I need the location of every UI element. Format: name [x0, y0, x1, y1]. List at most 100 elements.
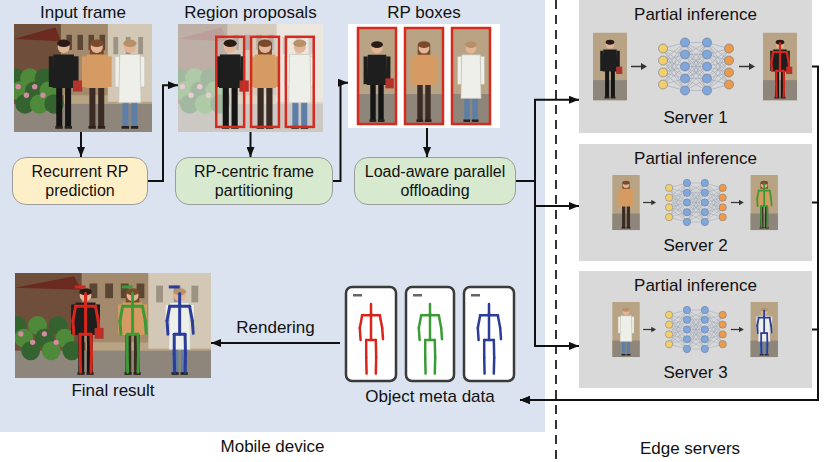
illustration-part: [365, 340, 368, 358]
illustration-part: [434, 358, 437, 374]
illustration-part: [770, 199, 772, 206]
illustration-part: [131, 294, 134, 305]
illustration-part: [15, 273, 211, 378]
illustration-part: [348, 24, 500, 128]
image-frame: [178, 24, 323, 132]
illustration-part: [605, 70, 609, 97]
illustration-part: [223, 86, 229, 127]
illustration-part: [359, 328, 362, 340]
illustration-part: [611, 97, 616, 99]
illustration-part: [719, 340, 726, 347]
illustration-part: [80, 333, 91, 336]
illustration-part: [87, 333, 93, 373]
illustration-part: [108, 24, 152, 102]
illustration-part: [606, 41, 614, 49]
illustration: [15, 273, 211, 378]
illustration-part: [452, 28, 490, 124]
illustration-part: [98, 86, 104, 127]
illustration-part: [65, 86, 71, 127]
illustration-part: [770, 62, 773, 71]
illustration-part: [612, 175, 640, 230]
illustration-part: [55, 126, 62, 129]
illustration-part: [178, 24, 323, 132]
illustration-part: [346, 287, 396, 381]
illustration-part: [783, 84, 786, 96]
illustration-part: [651, 327, 656, 333]
illustration-part: [665, 204, 672, 211]
connector-arrow: [516, 100, 579, 181]
illustration-part: [739, 66, 750, 68]
illustration-part: [79, 334, 82, 354]
illustration-part: [118, 321, 122, 335]
illustration-part: [750, 302, 778, 357]
illustration-part: [358, 94, 396, 124]
illustration-part: [756, 190, 758, 206]
image-box: Object meta data: [340, 284, 520, 408]
device-panel: Mobile deviceInput frameRegion proposals…: [0, 0, 545, 462]
illustration-part: [687, 310, 705, 339]
illustration-part: [367, 55, 387, 85]
image-caption: RP boxes: [348, 2, 500, 24]
illustration-part: [685, 43, 707, 79]
divider-line: [555, 0, 557, 462]
illustration-part: [54, 340, 59, 345]
illustration-part: [425, 119, 432, 122]
region-label: Edge servers: [640, 438, 740, 460]
illustration-part: [119, 54, 141, 102]
illustration-part: [725, 56, 734, 65]
illustration-part: [15, 84, 20, 89]
illustration-part: [749, 63, 755, 70]
image-caption: Object meta data: [340, 386, 520, 408]
process-label: Recurrent RP prediction: [19, 162, 141, 200]
illustration-part: [683, 316, 690, 323]
illustration-part: [174, 333, 185, 336]
illustration-part: [254, 54, 276, 87]
server-label: Server 3: [579, 362, 812, 388]
illustration-part: [499, 328, 502, 339]
illustration-part: [452, 28, 490, 124]
illustration-part: [681, 62, 690, 71]
illustration-part: [71, 304, 76, 334]
illustration-part: [488, 314, 491, 340]
illustration-part: [465, 41, 477, 48]
illustration-part: [254, 54, 276, 87]
illustration-part: [623, 182, 629, 188]
illustration-part: [40, 93, 45, 98]
illustration-part: [169, 303, 191, 350]
illustration-part: [719, 331, 726, 338]
illustration-part: [763, 33, 797, 101]
illustration-part: [148, 273, 211, 349]
illustration-part: [612, 302, 640, 357]
illustration-part: [258, 40, 271, 47]
illustration-part: [406, 287, 454, 381]
illustration-part: [756, 199, 758, 206]
illustration-part: [258, 86, 264, 127]
illustration-part: [169, 285, 180, 288]
illustration-part: [773, 50, 788, 72]
illustration-part: [57, 40, 70, 47]
illustration-part: [165, 321, 169, 335]
illustration-part: [627, 206, 630, 228]
image-box: Input frame: [14, 2, 152, 132]
illustration-part: [687, 183, 705, 212]
illustration-part: [84, 304, 87, 334]
illustration-part: [750, 214, 778, 231]
illustration-part: [425, 339, 435, 342]
illustration-part: [685, 55, 707, 91]
illustration-part: [763, 190, 765, 206]
illustration-part: [375, 340, 378, 358]
illustration-part: [687, 320, 705, 349]
illustration-part: [659, 44, 668, 53]
illustration-part: [719, 204, 726, 211]
illustration-part: [681, 50, 690, 59]
illustration-part: [358, 28, 396, 124]
illustration-part: [266, 86, 272, 127]
illustration-part: [701, 218, 708, 225]
illustration-part: [293, 40, 306, 47]
illustration-part: [53, 54, 75, 87]
server-label: Partial inference: [579, 144, 812, 170]
connector-arrow: [80, 132, 82, 157]
illustration-part: [719, 184, 726, 191]
illustration-part: [683, 326, 690, 333]
illustration-part: [78, 333, 84, 373]
